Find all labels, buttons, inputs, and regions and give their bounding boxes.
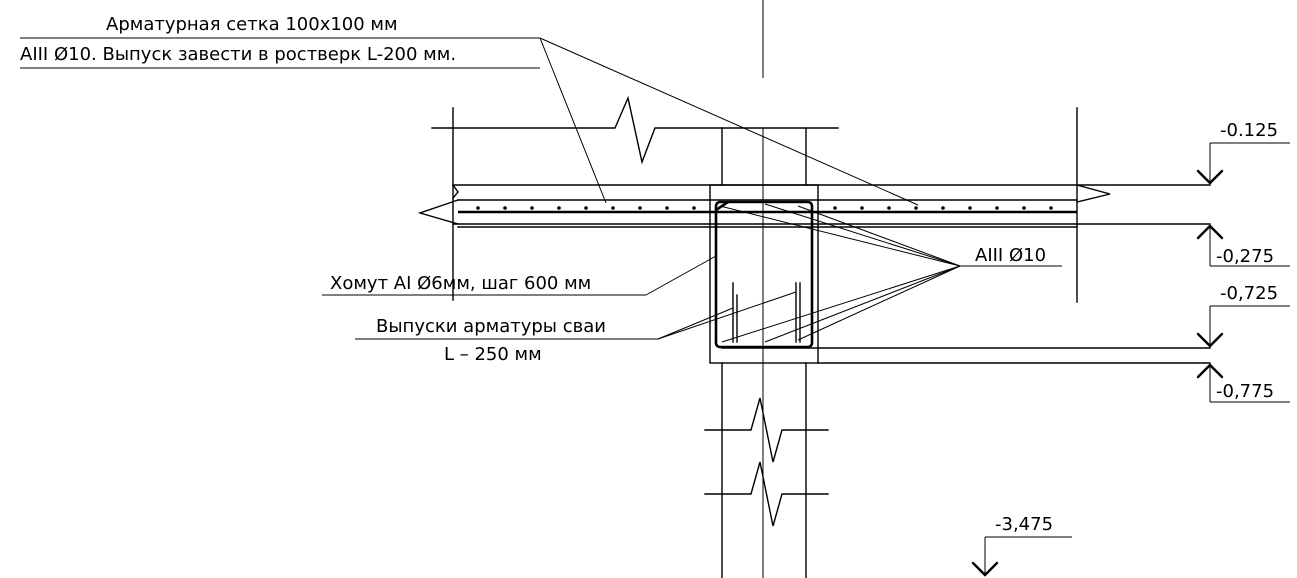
level-mark-beam-bottom: -0,775: [1196, 363, 1290, 403]
rebar-label: AIII Ø10: [975, 245, 1046, 266]
stirrup-leader: [645, 255, 717, 296]
level-value: -0.125: [1220, 120, 1278, 141]
rebar-dot: [557, 206, 561, 210]
stirrup-label: Хомут AI Ø6мм, шаг 600 мм: [330, 273, 591, 294]
level-mark-beam-top: -0,725: [1196, 283, 1290, 348]
rebar-dot: [584, 206, 588, 210]
pile-bars-leader-2: [657, 307, 734, 340]
pile-bars-label-line1: Выпуски арматуры сваи: [376, 316, 606, 337]
rebar-dot: [941, 206, 945, 210]
level-arrow-up: [1196, 363, 1224, 379]
pile-bars-leader-1: [657, 291, 797, 340]
rebar-dot: [1022, 206, 1026, 210]
level-value: -0,275: [1216, 246, 1274, 267]
rebar-dot: [860, 206, 864, 210]
mesh-label-line2: AIII Ø10. Выпуск завести в ростверк L-20…: [20, 44, 456, 65]
upper-break-line: [431, 95, 839, 165]
stirrup: [714, 200, 814, 349]
level-arrow-down: [1196, 169, 1224, 185]
rebar-leader-6: [721, 265, 961, 343]
rebar-dot: [692, 206, 696, 210]
mesh-leader-1: [539, 37, 919, 206]
slab-top-line: [452, 184, 459, 199]
level-mark-slab-bottom: -0,275: [1196, 224, 1290, 267]
pile-break-1: [704, 397, 829, 463]
rebar-leader-3: [719, 205, 961, 267]
level-arrow-up: [1196, 224, 1224, 240]
rebar-dot: [833, 206, 837, 210]
level-value: -0,725: [1220, 283, 1278, 304]
rebar-dot: [530, 206, 534, 210]
level-value: -3,475: [995, 514, 1053, 535]
slab-top-right-break: [1076, 184, 1111, 203]
slab-left-break: [417, 199, 459, 225]
rebar-leader-5: [764, 265, 961, 343]
rebar-dot: [968, 206, 972, 210]
grillage-outline: [709, 184, 819, 364]
rebar-dot: [665, 206, 669, 210]
slab-rebar-dots: [476, 206, 1053, 210]
rebar-leader-2: [797, 205, 961, 267]
rebar-dot: [1049, 206, 1053, 210]
rebar-leader-4: [797, 265, 961, 341]
level-arrow-down: [1196, 332, 1224, 348]
rebar-dot: [638, 206, 642, 210]
rebar-dot: [887, 206, 891, 210]
level-mark-pile: -3,475: [971, 514, 1072, 577]
mesh-leader-2: [539, 37, 607, 204]
level-arrow-down: [971, 561, 999, 577]
rebar-dot: [611, 206, 615, 210]
rebar-dot: [503, 206, 507, 210]
rebar-dot: [476, 206, 480, 210]
rebar-dot: [914, 206, 918, 210]
level-mark-top: -0.125: [1196, 120, 1290, 185]
pile-break-2: [704, 461, 829, 527]
pile-bars-label-line2: L – 250 мм: [444, 344, 542, 365]
rebar-dot: [995, 206, 999, 210]
rebar-leader-1: [764, 203, 961, 267]
level-value: -0,775: [1216, 381, 1274, 402]
mesh-label-line1: Арматурная сетка 100х100 мм: [106, 14, 398, 35]
